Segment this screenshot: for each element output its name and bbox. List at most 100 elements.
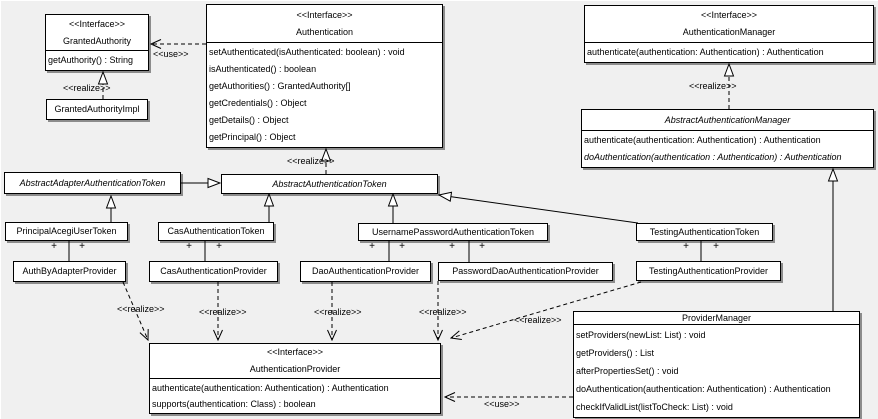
- method-item: doAuthentication(authentication: Authent…: [576, 384, 831, 394]
- class-cas-authentication-provider[interactable]: CasAuthenticationProvider: [149, 261, 278, 282]
- class-name: TestingAuthenticationProvider: [648, 265, 769, 276]
- association-plus: +: [51, 241, 57, 252]
- class-title: TestingAuthenticationToken: [637, 224, 772, 240]
- class-name: AbstractAuthenticationManager: [664, 114, 791, 125]
- class-title: DaoAuthenticationProvider: [301, 262, 430, 281]
- class-title: CasAuthenticationToken: [159, 223, 273, 240]
- association-plus: +: [186, 241, 192, 252]
- association-plus: +: [479, 241, 485, 252]
- class-title: AuthByAdapterProvider: [14, 262, 125, 281]
- method-item: getCredentials() : Object: [209, 98, 307, 108]
- class-authentication-provider[interactable]: <<Interface>> AuthenticationProvider aut…: [149, 343, 441, 414]
- method-item: getAuthority() : String: [48, 55, 134, 65]
- class-title: <<Interface>> Authentication: [207, 5, 442, 42]
- realize-label: <<realize>>: [689, 81, 737, 91]
- class-authentication[interactable]: <<Interface>> Authentication setAuthenti…: [206, 4, 443, 148]
- method-item: setAuthenticated(isAuthenticated: boolea…: [209, 47, 405, 57]
- method-item: authenticate(authentication: Authenticat…: [584, 135, 821, 145]
- method-item: getAuthorities() : GrantedAuthority[]: [209, 81, 351, 91]
- association-plus: +: [369, 241, 375, 252]
- method-item: supports(authentication: Class) : boolea…: [152, 399, 316, 409]
- methods-compartment: setAuthenticated(isAuthenticated: boolea…: [207, 42, 442, 147]
- class-name: AuthByAdapterProvider: [22, 266, 117, 276]
- class-granted-authority-impl[interactable]: GrantedAuthorityImpl: [46, 99, 148, 120]
- class-name: CasAuthenticationProvider: [160, 266, 267, 276]
- stereotype-label: <<Interface>>: [700, 10, 758, 20]
- class-password-dao-authentication-provider[interactable]: PasswordDaoAuthenticationProvider: [438, 262, 613, 281]
- class-name: TestingAuthenticationToken: [649, 226, 760, 237]
- class-title: AbstractAdapterAuthenticationToken: [5, 173, 180, 193]
- stereotype-label: <<Interface>>: [266, 347, 324, 357]
- realize-label: <<realize>>: [63, 83, 111, 93]
- class-testing-authentication-token[interactable]: TestingAuthenticationToken: [636, 223, 773, 241]
- class-title: <<Interface>> GrantedAuthority: [46, 15, 148, 50]
- class-abstract-authentication-manager[interactable]: AbstractAuthenticationManager authentica…: [581, 109, 874, 168]
- use-label: <<use>>: [153, 49, 189, 59]
- class-name: PrincipalAcegiUserToken: [16, 226, 117, 236]
- class-name: AuthenticationProvider: [249, 364, 341, 374]
- method-item: afterPropertiesSet() : void: [576, 366, 679, 376]
- class-name: Authentication: [295, 26, 354, 37]
- class-principal-acegi-user-token[interactable]: PrincipalAcegiUserToken: [5, 222, 128, 241]
- class-title: CasAuthenticationProvider: [150, 262, 277, 281]
- association-edges: [68, 241, 702, 262]
- class-username-password-authentication-token[interactable]: UsernamePasswordAuthenticationToken: [358, 223, 548, 241]
- method-item: getDetails() : Object: [209, 115, 289, 125]
- method-item: setProviders(newList: List) : void: [576, 330, 706, 340]
- method-item: getProviders() : List: [576, 348, 655, 358]
- class-title: AbstractAuthenticationToken: [222, 175, 437, 193]
- association-plus: +: [449, 241, 455, 252]
- class-abstract-authentication-token[interactable]: AbstractAuthenticationToken: [221, 174, 438, 194]
- class-name: PasswordDaoAuthenticationProvider: [452, 266, 599, 276]
- method-item: authenticate(authentication: Authenticat…: [587, 47, 824, 57]
- association-plus: +: [216, 241, 222, 252]
- methods-compartment: authenticate(authentication: Authenticat…: [582, 130, 873, 167]
- class-provider-manager[interactable]: ProviderManager setProviders(newList: Li…: [573, 311, 860, 418]
- class-name: AbstractAdapterAuthenticationToken: [19, 177, 166, 188]
- class-testing-authentication-provider[interactable]: TestingAuthenticationProvider: [636, 261, 781, 281]
- stereotype-label: <<Interface>>: [296, 9, 353, 20]
- association-plus: +: [683, 241, 689, 252]
- realize-label: <<realize>>: [117, 304, 165, 314]
- method-item: checkIfValidList(listToCheck: List) : vo…: [576, 402, 733, 412]
- realize-label: <<realize>>: [419, 307, 467, 317]
- method-item: isAuthenticated() : boolean: [209, 64, 317, 74]
- class-title: TestingAuthenticationProvider: [637, 262, 780, 280]
- realize-label: <<realize>>: [514, 315, 562, 325]
- class-title: <<Interface>> AuthenticationManager: [585, 6, 873, 42]
- class-cas-authentication-token[interactable]: CasAuthenticationToken: [158, 222, 274, 241]
- class-abstract-adapter-authentication-token[interactable]: AbstractAdapterAuthenticationToken: [4, 172, 181, 194]
- stereotype-label: <<Interface>>: [68, 18, 126, 29]
- class-name: GrantedAuthority: [62, 35, 132, 46]
- class-name: CasAuthenticationToken: [167, 226, 265, 236]
- class-granted-authority[interactable]: <<Interface>> GrantedAuthority getAuthor…: [45, 14, 149, 71]
- association-plus: +: [713, 241, 719, 252]
- class-auth-by-adapter-provider[interactable]: AuthByAdapterProvider: [13, 261, 126, 282]
- class-title: GrantedAuthorityImpl: [47, 100, 147, 119]
- use-label: <<use>>: [484, 399, 520, 409]
- association-plus: +: [79, 241, 85, 252]
- methods-compartment: authenticate(authentication: Authenticat…: [150, 378, 440, 413]
- method-item: authenticate(authentication: Authenticat…: [152, 383, 389, 393]
- realize-label: <<realize>>: [199, 307, 247, 317]
- method-item: doAuthentication(authentication : Authen…: [584, 152, 842, 162]
- class-title: PasswordDaoAuthenticationProvider: [439, 263, 612, 280]
- methods-compartment: setProviders(newList: List) : void getPr…: [574, 324, 859, 417]
- class-title: PrincipalAcegiUserToken: [6, 223, 127, 240]
- class-name: UsernamePasswordAuthenticationToken: [371, 226, 535, 237]
- class-title: <<Interface>> AuthenticationProvider: [150, 344, 440, 378]
- class-title: ProviderManager: [574, 312, 859, 324]
- class-name: AuthenticationManager: [682, 27, 776, 37]
- gen-testing-token-to-abstract-token: [439, 195, 639, 224]
- association-plus: +: [399, 241, 405, 252]
- methods-compartment: authenticate(authentication: Authenticat…: [585, 42, 873, 62]
- realize-label: <<realize>>: [287, 156, 335, 166]
- methods-compartment: getAuthority() : String: [46, 50, 148, 70]
- class-title: UsernamePasswordAuthenticationToken: [359, 224, 547, 240]
- realize-label: <<realize>>: [314, 307, 362, 317]
- class-dao-authentication-provider[interactable]: DaoAuthenticationProvider: [300, 261, 431, 282]
- class-title: AbstractAuthenticationManager: [582, 110, 873, 130]
- class-authentication-manager[interactable]: <<Interface>> AuthenticationManager auth…: [584, 5, 874, 63]
- class-name: GrantedAuthorityImpl: [54, 104, 140, 114]
